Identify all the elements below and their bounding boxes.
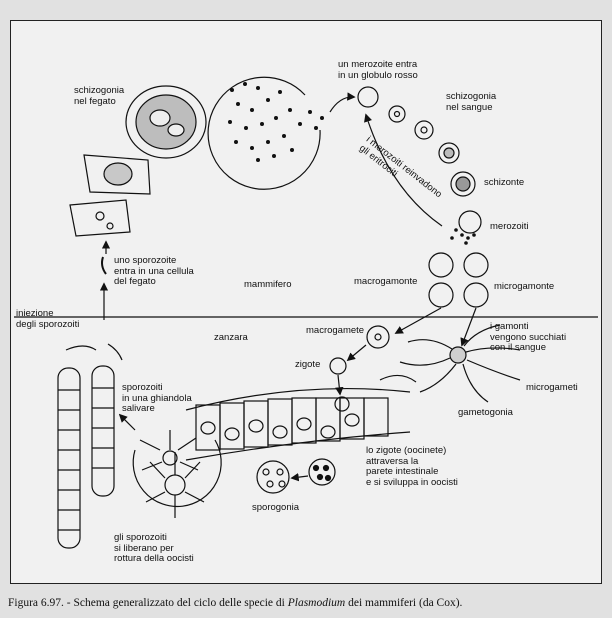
- label-zygote: zigote: [295, 359, 321, 370]
- arrow-zygote-to-gut: [335, 374, 344, 396]
- blood-ring-1: [388, 105, 406, 123]
- arrow-to-microgametes: [460, 307, 477, 347]
- label-mammal: mammifero: [244, 279, 292, 290]
- arrow-gamonts-to-mosquito: [394, 307, 442, 334]
- label-macrogamete: macrogamete: [306, 325, 365, 336]
- arrow-to-red-cell: [329, 92, 356, 113]
- arrow-macrogamete-to-zygote: [346, 344, 367, 362]
- hepatocyte-infected: [83, 154, 151, 195]
- sporogony-oocyst: [256, 460, 290, 494]
- label-sporogony: sporogonia: [252, 502, 300, 513]
- merozoites-release: [458, 210, 482, 234]
- macrogamete: [366, 325, 390, 349]
- arrow-to-salivary-gland: [118, 413, 136, 431]
- macrogamont-2: [428, 282, 454, 308]
- red-cell-invaded: [357, 86, 379, 108]
- midgut-wall: [185, 388, 411, 461]
- diagram-frame: [10, 20, 602, 584]
- blood-schizont: [450, 171, 476, 197]
- microgamont-1: [463, 252, 489, 278]
- label-schizont: schizonte: [484, 177, 525, 188]
- label-mosquito: zanzara: [214, 332, 248, 343]
- blood-ring-2: [414, 120, 434, 140]
- arrow-reinvade: [364, 113, 443, 227]
- salivary-gland: [57, 343, 123, 549]
- arrow-oocyst-to-sporogony: [290, 472, 309, 482]
- blood-trophozoite: [438, 142, 460, 164]
- label-microgamont: microgamonte: [494, 281, 555, 292]
- figure-caption: Figura 6.97. - Schema generalizzato del …: [8, 597, 463, 609]
- label-macrogamont: macrogamonte: [354, 276, 418, 287]
- label-merozoites: merozoiti: [490, 221, 529, 232]
- liver-schizont-cell: [125, 85, 207, 159]
- ruptured-liver-cell: [207, 76, 324, 190]
- macrogamont-1: [428, 252, 454, 278]
- oocyst: [308, 458, 336, 486]
- label-gametogony: gametogonia: [458, 407, 513, 418]
- label-microgametes: microgameti: [526, 382, 578, 393]
- zygote: [329, 357, 347, 375]
- hepatocyte: [69, 199, 131, 237]
- sporozoite: [101, 256, 107, 275]
- microgamont-2: [463, 282, 489, 308]
- sporozoite-cluster: [139, 430, 199, 471]
- ruptured-oocyst: [132, 439, 222, 518]
